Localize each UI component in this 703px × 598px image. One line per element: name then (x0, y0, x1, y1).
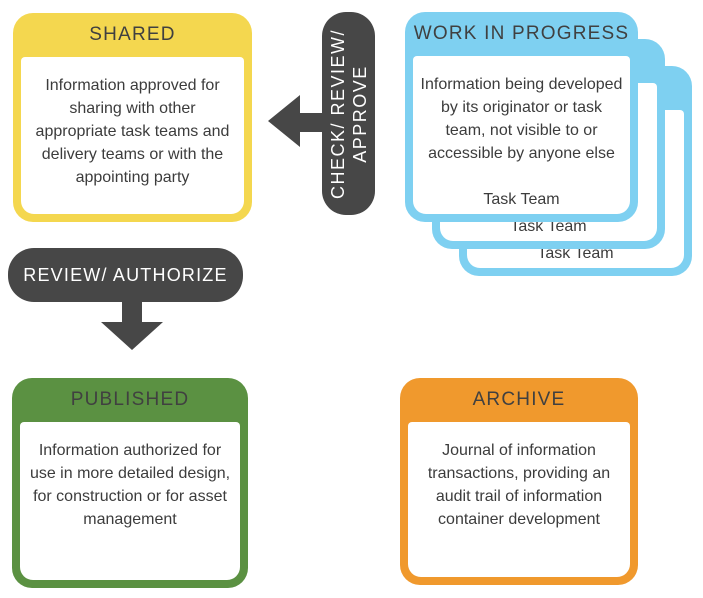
published-body: Information authorized for use in more d… (20, 422, 240, 580)
archive-description: Journal of information transactions, pro… (427, 442, 611, 528)
task-team-label: Task Team (483, 191, 560, 208)
published-title: PUBLISHED (70, 389, 190, 410)
task-team-label: Task Team (537, 245, 614, 262)
shared-title: SHARED (89, 24, 176, 45)
review-authorize-label: REVIEW/ AUTHORIZE (23, 264, 228, 285)
work-in-progress-state-box: WORK IN PROGRESS Information being devel… (405, 12, 638, 222)
archive-state-box: ARCHIVE Journal of information transacti… (400, 378, 638, 585)
check-review-approve-label: CHECK/ REVIEW/ APPROVE (327, 28, 370, 199)
arrow-down-icon (101, 300, 163, 350)
check-review-approve-pill: CHECK/ REVIEW/ APPROVE (322, 12, 375, 215)
shared-state-box: SHARED Information approved for sharing … (13, 13, 252, 222)
arrow-left-icon (268, 95, 324, 147)
task-team-label: Task Team (510, 218, 587, 235)
published-description: Information authorized for use in more d… (29, 442, 231, 528)
wip-description: Information being developed by its origi… (420, 76, 623, 162)
wip-body: Information being developed by its origi… (413, 56, 630, 214)
archive-title: ARCHIVE (472, 389, 566, 410)
shared-body: Information approved for sharing with ot… (21, 57, 244, 214)
shared-description: Information approved for sharing with ot… (35, 77, 230, 186)
wip-title: WORK IN PROGRESS (413, 23, 630, 44)
archive-body: Journal of information transactions, pro… (408, 422, 630, 577)
review-authorize-pill: REVIEW/ AUTHORIZE (8, 248, 243, 302)
published-state-box: PUBLISHED Information authorized for use… (12, 378, 248, 588)
